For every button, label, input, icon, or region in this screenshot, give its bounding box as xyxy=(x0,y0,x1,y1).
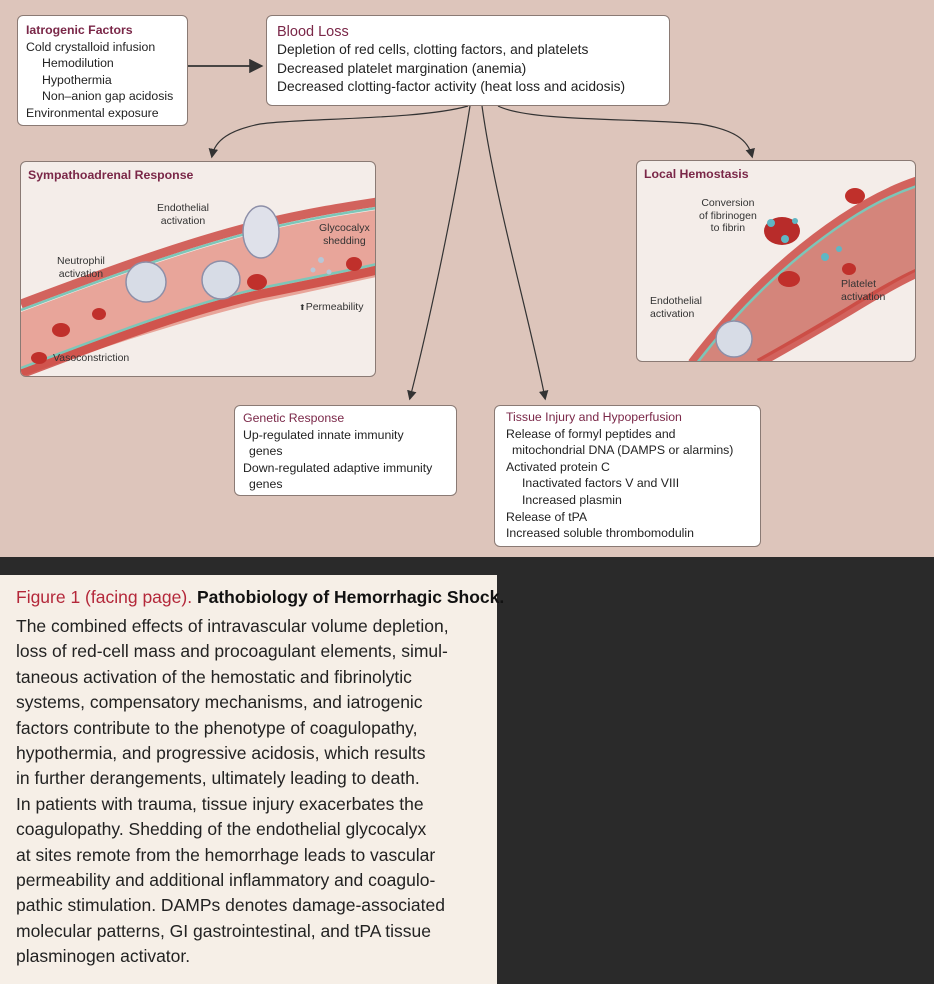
caption-line: pathic stimulation. DAMPs denotes damage… xyxy=(16,895,445,916)
platelet-activation-label: Platelet activation xyxy=(841,278,886,303)
caption-figure-label: Figure 1 (facing page). xyxy=(16,587,193,607)
tissue-line: Increased soluble thrombomodulin xyxy=(506,526,694,541)
red-cell-icon xyxy=(842,263,856,275)
vasoconstriction-label: Vasoconstriction xyxy=(53,352,130,364)
caption-line: taneous activation of the hemostatic and… xyxy=(16,666,412,687)
figure-diagram: Iatrogenic Factors Cold crystalloid infu… xyxy=(0,0,934,557)
red-cell-icon xyxy=(247,274,267,290)
caption-line: in further derangements, ultimately lead… xyxy=(16,768,420,789)
blood-loss-line: Depletion of red cells, clotting factors… xyxy=(277,42,589,58)
sympathoadrenal-panel: Sympathoadrenal Response Endothelial act… xyxy=(20,161,376,377)
caption-line: plasminogen activator. xyxy=(16,946,191,967)
leukocyte-icon xyxy=(715,320,753,358)
platelet-icon xyxy=(821,253,829,261)
caption-line: systems, compensatory mechanisms, and ia… xyxy=(16,692,423,713)
caption-line: at sites remote from the hemorrhage lead… xyxy=(16,844,436,865)
caption-line: loss of red-cell mass and procoagulant e… xyxy=(16,641,448,662)
genetic-line: Down-regulated adaptive immunity xyxy=(243,460,433,475)
arrow-bloodloss-to-local xyxy=(497,105,755,159)
caption-line: In patients with trauma, tissue injury e… xyxy=(16,793,424,814)
blood-loss-title: Blood Loss xyxy=(277,24,349,40)
sympathoadrenal-vessel-illustration xyxy=(21,197,375,376)
caption-line: coagulopathy. Shedding of the endothelia… xyxy=(16,819,427,840)
endothelial-cell-icon xyxy=(242,205,280,259)
caption-line: hypothermia, and progressive acidosis, w… xyxy=(16,743,426,764)
tissue-line: Release of formyl peptides and xyxy=(506,426,676,441)
conversion-fibrinogen-label: Conversion of fibrinogen to fibrin xyxy=(699,197,757,234)
sympathoadrenal-title: Sympathoadrenal Response xyxy=(28,168,194,182)
iatrogenic-line: Hypothermia xyxy=(42,72,112,87)
tissue-title: Tissue Injury and Hypoperfusion xyxy=(506,410,682,424)
neutrophil-icon xyxy=(201,260,241,300)
iatrogenic-title: Iatrogenic Factors xyxy=(26,23,133,37)
local-hemostasis-panel: Local Hemostasis Conversion of fibrinoge… xyxy=(636,160,916,362)
endothelial-activation-label: Endothelial activation xyxy=(650,295,702,320)
red-cell-icon xyxy=(31,352,47,364)
tissue-line: Release of tPA xyxy=(506,509,588,524)
red-cell-icon xyxy=(346,257,362,271)
genetic-line: genes xyxy=(249,477,283,492)
red-cell-icon xyxy=(778,271,800,287)
arrow-bloodloss-to-sympatho xyxy=(208,105,469,159)
genetic-line: genes xyxy=(249,444,283,459)
red-cell-icon xyxy=(845,188,865,204)
figure-caption: Figure 1 (facing page). Pathobiology of … xyxy=(0,575,504,984)
red-cell-icon xyxy=(92,308,106,320)
iatrogenic-line: Cold crystalloid infusion xyxy=(26,39,156,54)
blood-loss-line: Decreased platelet margination (anemia) xyxy=(277,60,527,76)
red-cell-icon xyxy=(52,323,70,337)
endothelial-activation-label: Endothelial activation xyxy=(157,202,209,227)
blood-loss-box: Blood Loss Depletion of red cells, clott… xyxy=(266,15,670,106)
blood-loss-line: Decreased clotting-factor activity (heat… xyxy=(277,78,626,94)
iatrogenic-factors-box: Iatrogenic Factors Cold crystalloid infu… xyxy=(17,15,188,126)
local-hemostasis-title: Local Hemostasis xyxy=(644,167,749,181)
arrow-bloodloss-to-genetic xyxy=(407,105,471,401)
tissue-injury-box: Tissue Injury and Hypoperfusion Release … xyxy=(494,405,761,547)
iatrogenic-line: Hemodilution xyxy=(42,56,114,71)
neutrophil-activation-label: Neutrophil activation xyxy=(57,255,105,280)
platelet-icon xyxy=(836,246,842,252)
neutrophil-icon xyxy=(125,261,167,303)
caption-line: permeability and additional inflammatory… xyxy=(16,870,436,891)
caption-title: Pathobiology of Hemorrhagic Shock. xyxy=(196,587,505,607)
tissue-line: Activated protein C xyxy=(506,459,610,474)
caption-line: factors contribute to the phenotype of c… xyxy=(16,717,418,738)
caption-line: The combined effects of intravascular vo… xyxy=(16,616,449,636)
local-hemostasis-vessel-illustration xyxy=(688,176,915,361)
genetic-response-box: Genetic Response Up-regulated innate imm… xyxy=(234,405,457,496)
caption-heading: Figure 1 (facing page). Pathobiology of … xyxy=(16,585,504,609)
tissue-line: Increased plasmin xyxy=(522,492,622,507)
caption-line: molecular patterns, GI gastrointestinal,… xyxy=(16,920,432,941)
glycocalyx-shedding-label: Glycocalyx shedding xyxy=(319,222,370,247)
genetic-title: Genetic Response xyxy=(243,411,345,425)
connector-arrows xyxy=(187,58,755,401)
tissue-line: Inactivated factors V and VIII xyxy=(522,476,680,491)
iatrogenic-line: Non–anion gap acidosis xyxy=(42,89,174,104)
caption-body: The combined effects of intravascular vo… xyxy=(16,614,487,970)
genetic-line: Up-regulated innate immunity xyxy=(243,427,404,442)
tissue-line: mitochondrial DNA (DAMPS or alarmins) xyxy=(512,443,734,458)
arrow-bloodloss-to-tissue xyxy=(481,105,549,401)
permeability-label: ⬆Permeability xyxy=(299,301,364,313)
iatrogenic-line: Environmental exposure xyxy=(26,105,159,120)
